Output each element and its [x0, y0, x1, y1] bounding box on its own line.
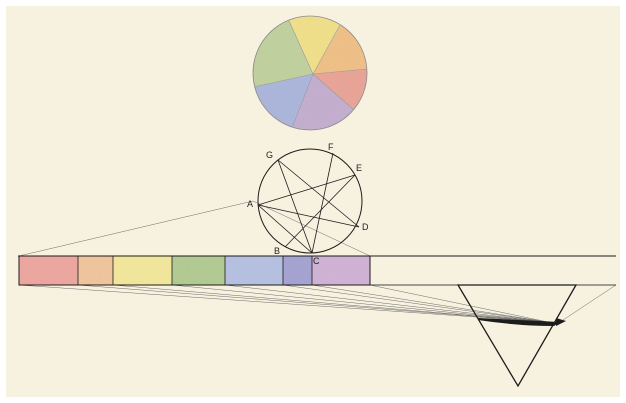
point-label-f: F	[328, 142, 334, 152]
point-label-c: C	[313, 256, 320, 266]
spectrum-band-blue	[225, 256, 283, 285]
spectrum-band-red	[19, 256, 78, 285]
point-label-e: E	[356, 163, 362, 173]
spectrum-band-violet	[312, 256, 370, 285]
point-label-d: D	[362, 222, 369, 232]
spectrum-band-yellow	[113, 256, 172, 285]
point-label-a: A	[247, 199, 253, 209]
point-label-b: B	[274, 246, 280, 256]
point-label-g: G	[266, 150, 273, 160]
spectrum-band-orange	[78, 256, 113, 285]
spectrum-band-green	[172, 256, 225, 285]
spectrum-band-indigo	[283, 256, 312, 285]
